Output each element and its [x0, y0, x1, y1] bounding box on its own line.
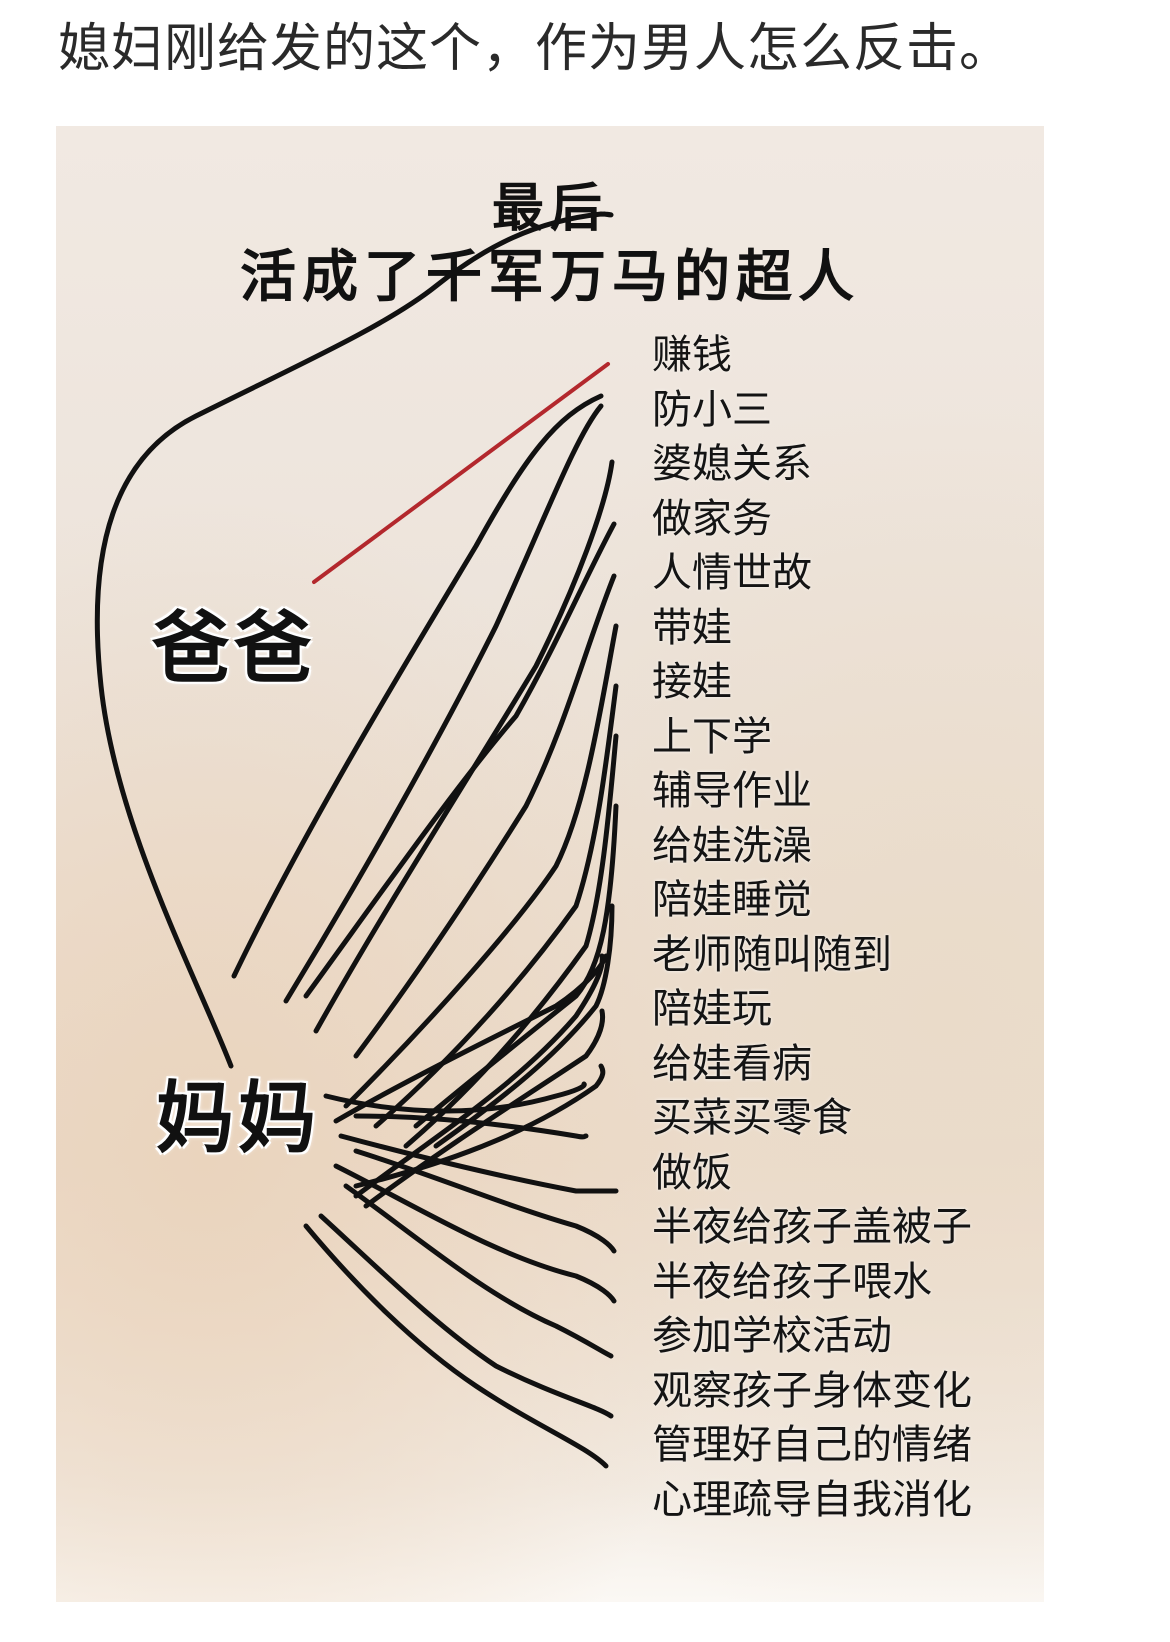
headline-line-1: 最后	[491, 178, 608, 239]
task-item: 老师随叫随到	[652, 931, 892, 978]
task-item: 管理好自己的情绪	[652, 1422, 972, 1468]
task-item: 带娃	[652, 604, 732, 651]
task-item: 辅导作业	[652, 768, 812, 814]
task-item: 婆媳关系	[652, 441, 812, 487]
dad-label: 爸爸	[152, 603, 317, 694]
dad-to-earn-money-line	[312, 362, 610, 584]
meme-image: 最后 活成了千军万马的超人	[56, 126, 1044, 1602]
task-list: 赚钱 防小三 婆媳关系 做家务 人情世故 带娃 接娃 上下学 辅导作业 给娃洗澡…	[652, 328, 972, 1527]
task-item: 赚钱	[652, 332, 732, 378]
mom-label: 妈妈	[156, 1073, 321, 1164]
task-item: 心理疏导自我消化	[652, 1476, 972, 1523]
task-item: 参加学校活动	[652, 1313, 892, 1359]
task-item: 半夜给孩子盖被子	[652, 1204, 972, 1250]
task-item: 买菜买零食	[652, 1095, 852, 1141]
task-item: 半夜给孩子喂水	[652, 1258, 932, 1305]
task-item: 上下学	[652, 713, 772, 760]
task-item: 做家务	[652, 495, 772, 542]
task-item: 陪娃玩	[652, 986, 772, 1032]
post-title: 媳妇刚给发的这个，作为男人怎么反击。	[58, 19, 1013, 79]
task-item: 给娃洗澡	[652, 822, 812, 869]
headline-line-2: 活成了千军万马的超人	[240, 244, 860, 310]
task-item: 接娃	[652, 659, 732, 705]
task-item: 给娃看病	[652, 1040, 812, 1087]
task-item: 陪娃睡觉	[652, 877, 812, 923]
task-item: 做饭	[652, 1149, 732, 1196]
task-item: 观察孩子身体变化	[652, 1367, 972, 1414]
task-item: 人情世故	[652, 550, 812, 596]
connection-lines	[94, 211, 619, 1469]
mom-to-earn-money-line	[94, 211, 614, 1069]
task-item: 防小三	[652, 386, 772, 433]
